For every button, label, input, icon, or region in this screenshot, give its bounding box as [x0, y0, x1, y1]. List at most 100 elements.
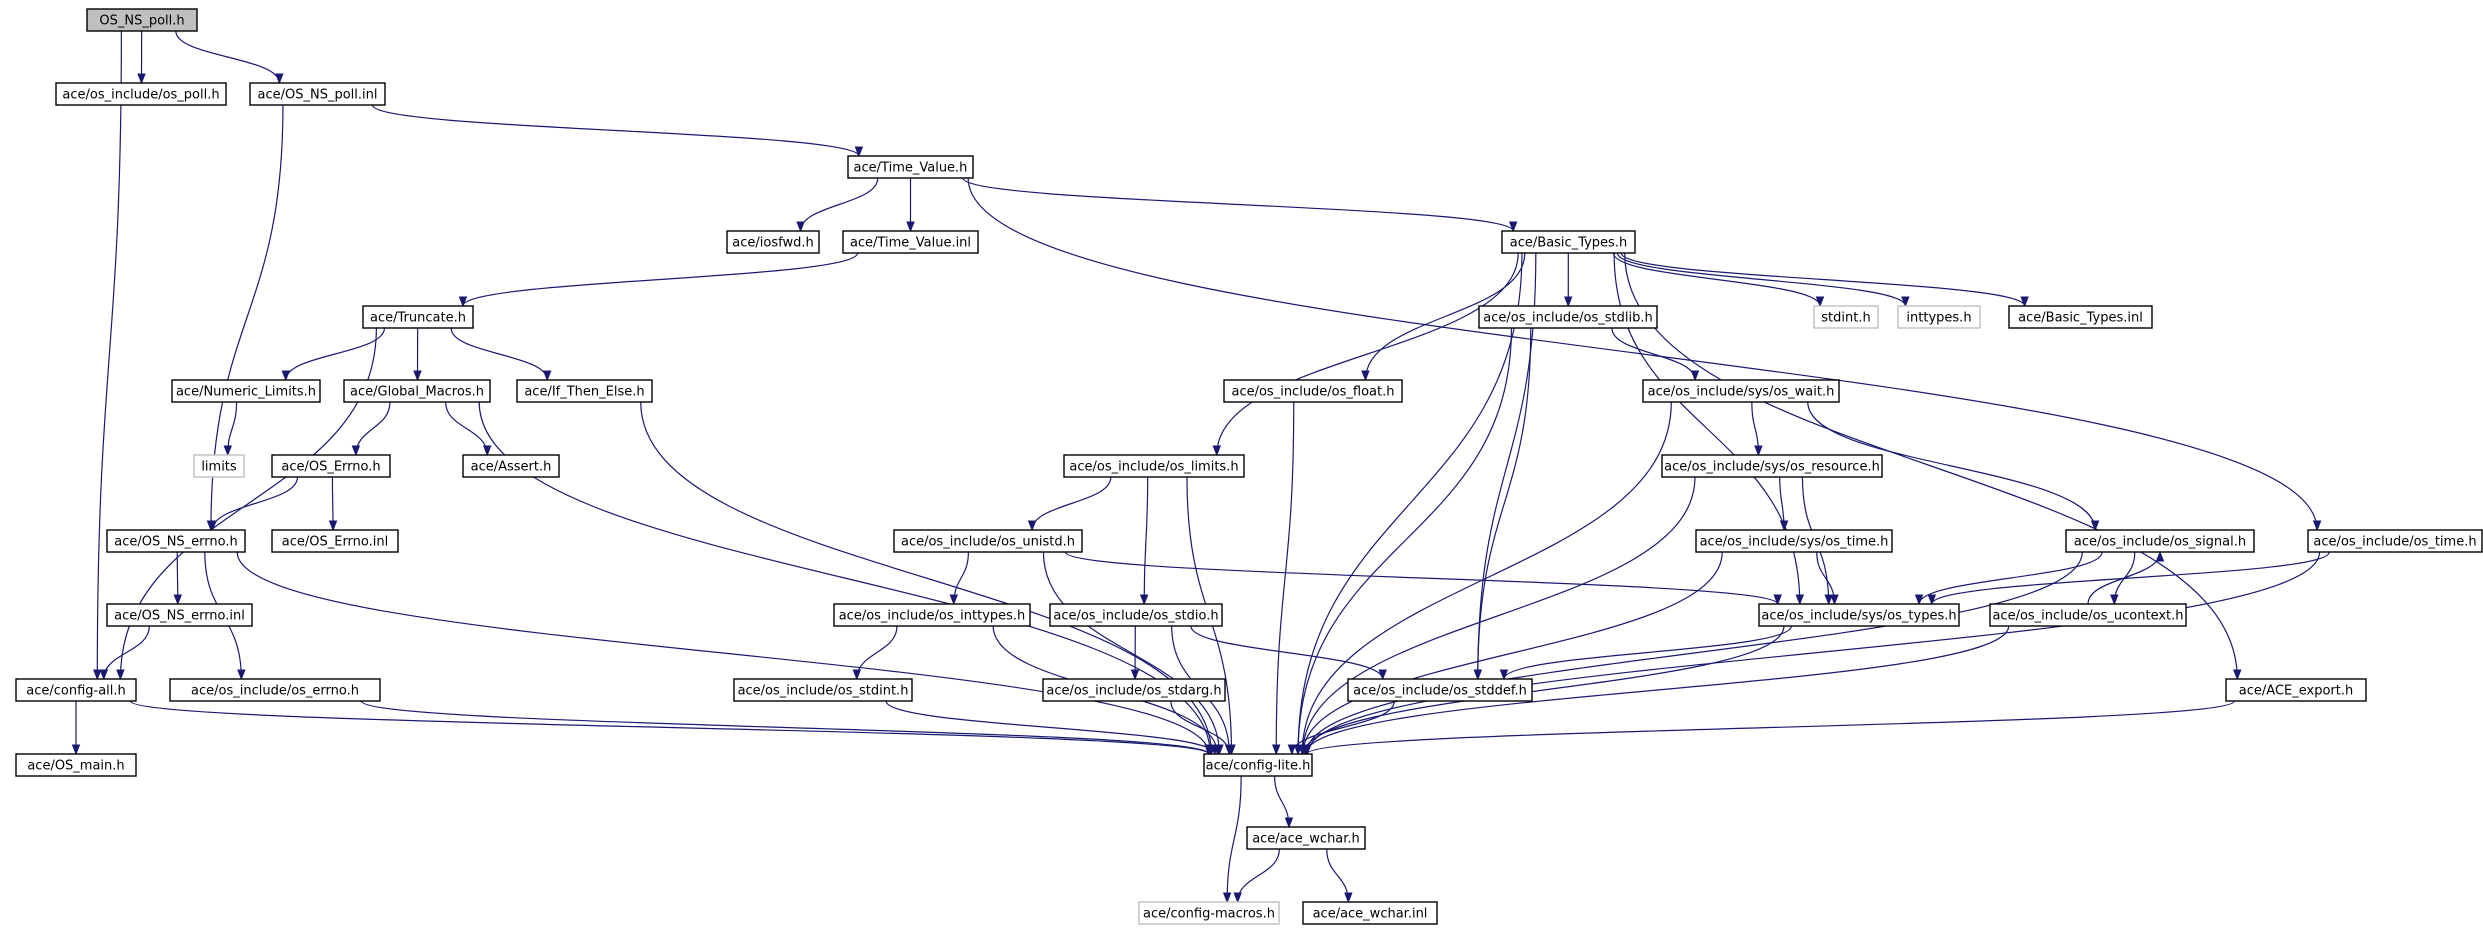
node-box: [516, 379, 653, 403]
node-os-include-errno-h[interactable]: ace/os_include/os_errno.h: [169, 678, 381, 702]
node-box: [1813, 305, 1879, 329]
node-os-types-h[interactable]: ace/os_include/sys/os_types.h: [1758, 603, 1960, 627]
arrowhead: [1224, 744, 1234, 756]
node-label: ace/Global_Macros.h: [350, 385, 484, 400]
node-box: [15, 753, 137, 777]
node-os-errno-inl[interactable]: ace/OS_Errno.inl: [271, 529, 399, 553]
arrowhead: [1901, 296, 1910, 308]
node-os-resource-h[interactable]: ace/os_include/sys/os_resource.h: [1661, 454, 1883, 478]
node-os-stdarg-h[interactable]: ace/os_include/os_stdarg.h: [1042, 678, 1226, 702]
node-stdint-h: stdint.h: [1813, 305, 1879, 329]
node-os-limits-h[interactable]: ace/os_include/os_limits.h: [1063, 454, 1245, 478]
node-box: [1642, 379, 1840, 403]
node-os-ns-errno-inl[interactable]: ace/OS_NS_errno.inl: [106, 603, 253, 627]
node-os-main-h[interactable]: ace/OS_main.h: [15, 753, 137, 777]
node-label: ace/OS_NS_errno.inl: [114, 609, 245, 624]
arrowhead: [2312, 520, 2322, 532]
node-label: ace/os_include/os_errno.h: [191, 684, 359, 699]
node-box: [893, 529, 1083, 553]
node-assert-h[interactable]: ace/Assert.h: [462, 454, 560, 478]
node-label: inttypes.h: [1906, 311, 1971, 326]
node-os-ucontext-h[interactable]: ace/os_include/os_ucontext.h: [1989, 603, 2187, 627]
node-box: [1049, 603, 1223, 627]
node-label: ace/config-macros.h: [1143, 907, 1275, 922]
node-truncate-h[interactable]: ace/Truncate.h: [362, 305, 474, 329]
node-label: ace/os_include/os_time.h: [2313, 535, 2476, 550]
arrowhead: [949, 594, 959, 606]
node-if-then-else-h[interactable]: ace/If_Then_Else.h: [516, 379, 653, 403]
arrowhead: [71, 744, 81, 756]
node-label: ace/Basic_Types.inl: [2018, 311, 2143, 326]
node-os-poll-h[interactable]: ace/os_include/os_poll.h: [55, 82, 227, 106]
arrowhead: [1139, 594, 1149, 606]
node-os-time-h[interactable]: ace/os_include/os_time.h: [2307, 529, 2483, 553]
edge-os_time_h-to-os_types_h: [1931, 551, 2330, 605]
edge-os_stdlib_h-to-config_lite_h: [1297, 327, 1513, 755]
node-os-stdint-h[interactable]: ace/os_include/os_stdint.h: [733, 678, 913, 702]
arrowhead: [1795, 594, 1805, 606]
arrowhead: [458, 296, 468, 308]
node-label: OS_NS_poll.h: [99, 14, 184, 29]
node-config-all-h[interactable]: ace/config-all.h: [15, 678, 137, 702]
arrowhead: [854, 146, 864, 158]
node-os-wait-h[interactable]: ace/os_include/sys/os_wait.h: [1642, 379, 1840, 403]
node-os-ns-poll-h[interactable]: OS_NS_poll.h: [86, 8, 198, 32]
arrowhead: [1361, 370, 1370, 382]
node-limits: limits: [193, 454, 245, 478]
node-os-float-h[interactable]: ace/os_include/os_float.h: [1223, 379, 1403, 403]
node-ace-wchar-inl[interactable]: ace/ace_wchar.inl: [1302, 901, 1438, 925]
node-label: ace/OS_NS_errno.h: [114, 535, 238, 550]
edge-os_limits_h-to-os_stdio_h: [1143, 476, 1149, 605]
arrowhead: [1210, 744, 1219, 756]
node-sys-os-time-h[interactable]: ace/os_include/sys/os_time.h: [1695, 529, 1893, 553]
node-box: [343, 379, 491, 403]
edge-os_resource_h-to-config_lite_h: [1302, 476, 1696, 755]
node-box: [847, 155, 974, 179]
edge-sys_os_time_h-to-config_lite_h: [1302, 551, 1723, 755]
arrowhead: [1271, 744, 1281, 756]
node-iosfwd-h[interactable]: ace/iosfwd.h: [726, 230, 820, 254]
arrowhead: [2090, 520, 2100, 532]
node-label: ace/If_Then_Else.h: [524, 385, 644, 400]
node-ace-export-h[interactable]: ace/ACE_export.h: [2225, 678, 2367, 702]
edge-truncate_h-to-if_then_else_h: [450, 327, 548, 381]
node-os-ns-errno-h[interactable]: ace/OS_NS_errno.h: [106, 529, 246, 553]
node-box: [1223, 379, 1403, 403]
node-os-stdio-h[interactable]: ace/os_include/os_stdio.h: [1049, 603, 1223, 627]
node-basic-types-h[interactable]: ace/Basic_Types.h: [1501, 230, 1636, 254]
node-label: ace/os_include/os_float.h: [1231, 385, 1394, 400]
node-time-value-inl[interactable]: ace/Time_Value.inl: [842, 230, 979, 254]
node-os-inttypes-h[interactable]: ace/os_include/os_inttypes.h: [833, 603, 1031, 627]
node-basic-types-inl[interactable]: ace/Basic_Types.inl: [2008, 305, 2153, 329]
node-os-unistd-h[interactable]: ace/os_include/os_unistd.h: [893, 529, 1083, 553]
node-box: [271, 529, 399, 553]
arrowhead: [223, 445, 232, 457]
arrowhead: [906, 221, 915, 233]
node-os-errno-h[interactable]: ace/OS_Errno.h: [271, 454, 391, 478]
node-label: ace/os_include/sys/os_time.h: [1700, 535, 1889, 550]
node-box: [462, 454, 560, 478]
node-box: [1989, 603, 2187, 627]
edge-os_signal_h-to-os_types_h: [1918, 551, 2103, 605]
node-label: ace/os_include/os_stddef.h: [1353, 684, 1527, 699]
node-os-signal-h[interactable]: ace/os_include/os_signal.h: [2065, 529, 2255, 553]
node-numeric-limits-h[interactable]: ace/Numeric_Limits.h: [171, 379, 321, 403]
edge-global_macros_h-to-os_errno_h: [355, 401, 391, 456]
node-time-value-h[interactable]: ace/Time_Value.h: [847, 155, 974, 179]
node-ace-wchar-h[interactable]: ace/ace_wchar.h: [1246, 826, 1366, 850]
node-box: [169, 678, 381, 702]
arrowhead: [137, 73, 146, 85]
node-box: [1138, 901, 1280, 925]
edge-os_limits_h-to-os_unistd_h: [1031, 476, 1112, 531]
edge-basic_types_h-to-inttypes_h: [1616, 252, 1907, 307]
node-global-macros-h[interactable]: ace/Global_Macros.h: [343, 379, 491, 403]
node-config-lite-h[interactable]: ace/config-lite.h: [1203, 753, 1313, 777]
node-os-stddef-h[interactable]: ace/os_include/os_stddef.h: [1347, 678, 1533, 702]
node-os-ns-poll-inl[interactable]: ace/OS_NS_poll.inl: [249, 82, 386, 106]
edge-basic_types_h-to-stdint_h: [1612, 252, 1821, 307]
node-os-stdlib-h[interactable]: ace/os_include/os_stdlib.h: [1478, 305, 1658, 329]
node-config-macros-h: ace/config-macros.h: [1138, 901, 1280, 925]
arrowhead: [99, 669, 109, 681]
edge-os_float_h-to-config_lite_h: [1275, 401, 1295, 755]
